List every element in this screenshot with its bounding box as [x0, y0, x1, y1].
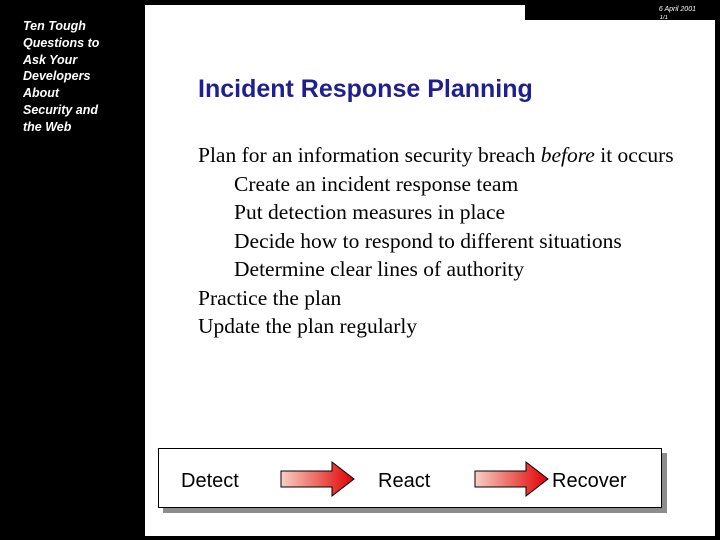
sub-bullet-item: Determine clear lines of authority [198, 255, 678, 284]
bullet-text: Plan for an information security breach [198, 143, 541, 167]
bullet-item: Update the plan regularly [198, 312, 678, 341]
page-number: 1/1 [659, 15, 668, 20]
slide-date: 6 April 2001 [658, 6, 696, 13]
bullet-item: Practice the plan [198, 284, 678, 313]
sidebar-title-line: Developers [23, 69, 91, 84]
sidebar-title-line: About [23, 86, 60, 101]
slide-panel [145, 5, 715, 536]
sidebar-title-line: the Web [23, 119, 72, 134]
sub-bullet-item: Put detection measures in place [198, 198, 678, 227]
bullet-text: Create an incident response team [234, 171, 519, 196]
bullet-item: Plan for an information security breach … [198, 141, 678, 170]
sidebar-title-line: Ask Your [23, 52, 78, 67]
bullet-text: it occurs [594, 143, 674, 167]
slide-title: Incident Response Planning [198, 75, 533, 103]
sub-bullet-item: Create an incident response team [198, 170, 678, 199]
sidebar-title: Ten Tough Questions to Ask Your Develope… [23, 18, 133, 136]
right-arrow-icon [474, 460, 549, 498]
flow-box [158, 448, 662, 508]
sidebar-title-line: Security and [23, 102, 99, 117]
bullet-text: Practice the plan [198, 285, 342, 310]
bullet-text: Update the plan regularly [198, 314, 418, 338]
sub-bullet-item: Decide how to respond to different situa… [198, 227, 678, 256]
right-arrow-icon [280, 460, 355, 498]
bullet-list: Plan for an information security breach … [198, 141, 678, 341]
flow-step-react: React [378, 470, 431, 492]
bullet-text: Put detection measures in place [234, 200, 506, 224]
bullet-emphasis: before [540, 143, 595, 167]
sidebar-title-line: Ten Tough [23, 19, 86, 33]
bullet-text: Decide how to respond to different situa… [234, 228, 622, 253]
flow-step-detect: Detect [181, 470, 239, 492]
bullet-text: Determine clear lines of authority [234, 257, 525, 281]
flow-step-recover: Recover [552, 470, 627, 492]
sidebar-title-line: Questions to [23, 35, 100, 50]
header-corner: 6 April 2001 1/1 [525, 0, 720, 20]
